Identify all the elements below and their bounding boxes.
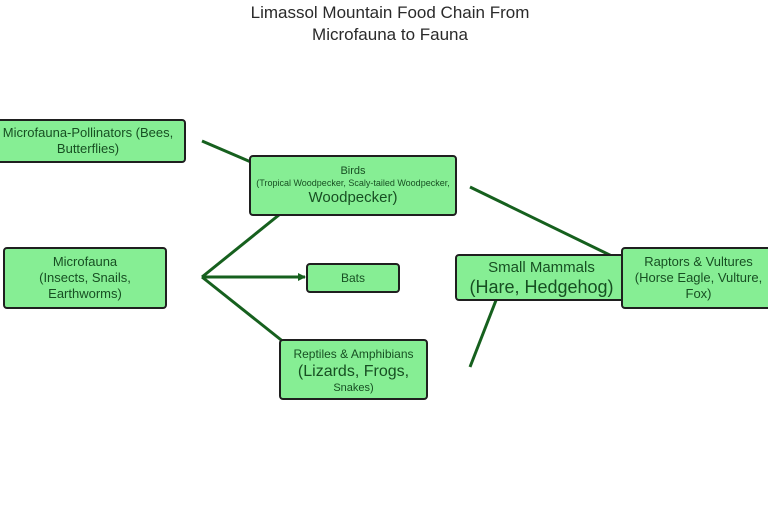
node-bats-line-1: Bats bbox=[340, 271, 365, 285]
node-pollinators-line-2: Butterflies) bbox=[56, 141, 120, 156]
node-reptiles-amphibians: Reptiles & Amphibians (Lizards, Frogs, S… bbox=[279, 339, 428, 400]
node-small-mammals: Small Mammals (Hare, Hedgehog) bbox=[455, 254, 628, 301]
node-microfauna-pollinators: Microfauna-Pollinators (Bees, Butterflie… bbox=[0, 119, 186, 163]
node-birds-line-1: Birds bbox=[340, 164, 366, 177]
node-microfauna-line-1: Microfauna bbox=[52, 254, 118, 269]
node-reptiles-line-3: Snakes) bbox=[333, 381, 374, 394]
node-microfauna: Microfauna (Insects, Snails, Earthworms) bbox=[3, 247, 167, 309]
arrow-from-below-to-small-mammals bbox=[468, 289, 502, 368]
node-bats: Bats bbox=[306, 263, 400, 293]
diagram-title-line-1: Limassol Mountain Food Chain From bbox=[250, 3, 530, 22]
node-small-mammals-line-2: (Hare, Hedgehog) bbox=[469, 276, 614, 297]
node-reptiles-line-2: (Lizards, Frogs, bbox=[297, 362, 410, 380]
diagram-title-line-2: Microfauna to Fauna bbox=[312, 25, 468, 44]
node-microfauna-line-3: Earthworms) bbox=[48, 286, 122, 301]
node-birds: Birds (Tropical Woodpecker, Scaly-tailed… bbox=[249, 155, 457, 216]
node-reptiles-line-1: Reptiles & Amphibians bbox=[293, 346, 414, 361]
node-birds-line-2: (Tropical Woodpecker, Scaly-tailed Woodp… bbox=[256, 177, 450, 188]
node-microfauna-line-2: (Insects, Snails, bbox=[39, 270, 131, 285]
diagram-title: Limassol Mountain Food Chain From Microf… bbox=[190, 2, 590, 46]
node-birds-line-3: Woodpecker) bbox=[308, 188, 398, 206]
node-raptors-vultures: Raptors & Vultures (Horse Eagle, Vulture… bbox=[621, 247, 768, 309]
node-raptors-line-3: Fox) bbox=[685, 286, 712, 301]
node-pollinators-line-1: Microfauna-Pollinators (Bees, bbox=[2, 125, 174, 140]
node-raptors-line-1: Raptors & Vultures bbox=[644, 254, 753, 269]
node-small-mammals-line-1: Small Mammals bbox=[488, 258, 595, 276]
node-raptors-line-2: (Horse Eagle, Vulture, bbox=[634, 270, 763, 285]
